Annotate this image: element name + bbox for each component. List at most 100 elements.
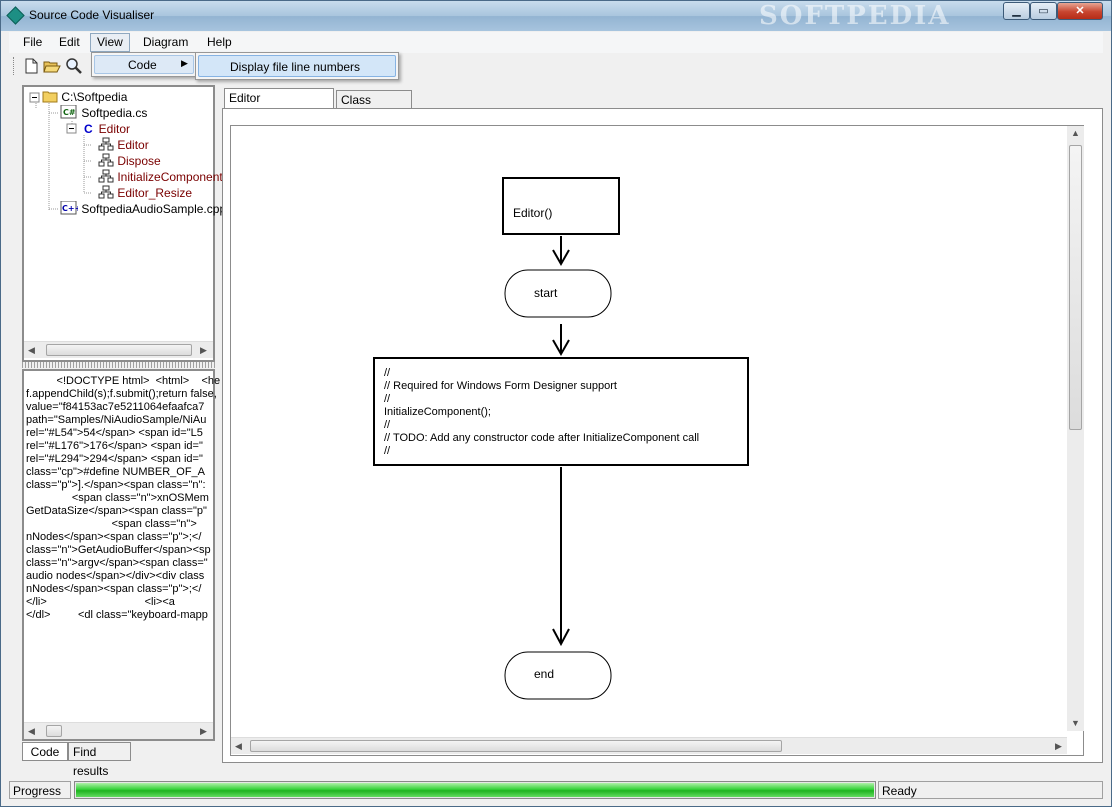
- diagram-canvas[interactable]: Editor() start //// Required for Windows…: [230, 125, 1084, 756]
- class-icon: C: [84, 122, 93, 136]
- menu-diagram[interactable]: Diagram: [143, 35, 189, 49]
- tree-label-method: Editor: [117, 138, 149, 152]
- scroll-thumb[interactable]: [46, 344, 192, 356]
- scroll-thumb[interactable]: [46, 725, 62, 737]
- code-horizontal-scrollbar[interactable]: ◀ ▶: [24, 722, 213, 739]
- new-file-icon[interactable]: [22, 57, 40, 75]
- close-button[interactable]: ✕: [1057, 2, 1103, 20]
- tree-label-method: Editor_Resize: [117, 186, 193, 200]
- tree-item-root[interactable]: C:\Softpedia: [42, 89, 127, 105]
- tree-label-class: Editor: [98, 122, 131, 136]
- maximize-icon: ▭: [1038, 5, 1049, 17]
- code-line: class="p">].</span><span class="n":: [26, 479, 206, 491]
- menu-edit[interactable]: Edit: [59, 35, 80, 49]
- code-line: nNodes</span><span class="p">;</: [26, 531, 202, 543]
- tree-item-method[interactable]: Editor_Resize: [98, 185, 192, 201]
- menu-item-display-line-numbers-label: Display file line numbers: [230, 60, 361, 74]
- code-line: class="n">GetAudioBuffer</span><sp: [26, 544, 211, 556]
- code-line: <span class="n">xnOSMem: [26, 492, 209, 504]
- tab-class-diagram[interactable]: Class Diagram: [336, 90, 412, 126]
- csharp-file-icon: C#: [60, 104, 77, 119]
- flowchart-box-code[interactable]: [373, 357, 749, 466]
- editor-tab-page: Editor() start //// Required for Windows…: [222, 108, 1103, 763]
- code-line: value="f84153ac7e5211064efaafca7: [26, 401, 205, 413]
- submenu-arrow-icon: ▶: [181, 58, 188, 68]
- flowchart-code-line: //: [384, 367, 391, 379]
- tree-item-class[interactable]: C Editor: [84, 121, 130, 137]
- tree-label-root: C:\Softpedia: [61, 90, 128, 104]
- menu-bar: File Edit View Diagram Help: [9, 32, 1103, 53]
- code-line: nNodes</span><span class="p">;</: [26, 583, 202, 595]
- menu-item-display-line-numbers[interactable]: Display file line numbers: [198, 55, 396, 77]
- maximize-button[interactable]: ▭: [1030, 2, 1057, 20]
- flowchart-svg: [373, 177, 749, 700]
- progress-label: Progress: [9, 781, 71, 799]
- tree-item-method[interactable]: Dispose: [98, 153, 161, 169]
- code-line: audio nodes</span></div><div class: [26, 570, 205, 582]
- menu-view[interactable]: View: [90, 33, 130, 52]
- flowchart-code-line: //: [384, 393, 391, 405]
- flowchart-code-line: InitializeComponent();: [384, 406, 491, 418]
- tree-item-method[interactable]: InitializeComponent: [98, 169, 223, 185]
- method-icon: [98, 185, 114, 199]
- scroll-right-icon[interactable]: ▶: [200, 345, 207, 355]
- watermark-text: SOFTPEDIA: [759, 1, 951, 31]
- tree-horizontal-scrollbar[interactable]: ◀ ▶: [24, 341, 213, 358]
- code-submenu: Display file line numbers: [195, 52, 399, 80]
- tab-find-results[interactable]: Find results: [68, 742, 131, 778]
- scroll-down-icon[interactable]: ▼: [1071, 718, 1080, 728]
- method-icon: [98, 137, 114, 151]
- code-line: path="Samples/NiAudioSample/NiAu: [26, 414, 207, 426]
- code-line: class="n">argv</span><span class=": [26, 557, 208, 569]
- progress-bar: [74, 781, 876, 799]
- flowchart-code-line: //: [384, 445, 391, 457]
- menu-help[interactable]: Help: [207, 35, 232, 49]
- file-tree-panel: C:\Softpedia C# Softpedia.cs C Editor Edi…: [22, 85, 226, 362]
- scroll-left-icon[interactable]: ◀: [235, 741, 242, 751]
- view-menu-dropdown: Code ▶: [91, 52, 197, 77]
- code-line: <span class="n">: [26, 518, 197, 530]
- diagram-vertical-scrollbar[interactable]: ▲ ▼: [1067, 126, 1084, 731]
- diagram-horizontal-scrollbar[interactable]: ◀ ▶: [231, 737, 1067, 754]
- search-icon[interactable]: [65, 57, 83, 75]
- scroll-right-icon[interactable]: ▶: [1055, 741, 1062, 751]
- code-line: rel="#L176">176</span> <span id=": [26, 440, 203, 452]
- title-bar[interactable]: Source Code Visualiser SOFTPEDIA ▁ ▭ ✕: [1, 1, 1111, 31]
- toolbar-grip[interactable]: [13, 57, 17, 75]
- flowchart-box-editor[interactable]: [502, 177, 620, 235]
- minimize-button[interactable]: ▁: [1003, 2, 1030, 20]
- scroll-left-icon[interactable]: ◀: [28, 726, 35, 736]
- method-icon: [98, 169, 114, 183]
- code-line: </dl> <dl class="keyboard-mapp: [26, 609, 208, 621]
- arrowhead-icon: [552, 628, 570, 647]
- tree-item-method[interactable]: Editor: [98, 137, 149, 153]
- status-bar: Progress Ready: [9, 779, 1103, 800]
- open-folder-icon[interactable]: [43, 57, 61, 75]
- scroll-left-icon[interactable]: ◀: [28, 345, 35, 355]
- scroll-thumb[interactable]: [250, 740, 782, 752]
- app-icon: [6, 6, 25, 25]
- scroll-thumb[interactable]: [1069, 145, 1082, 430]
- svg-text:C#: C#: [63, 108, 76, 117]
- tab-code[interactable]: Code: [22, 742, 68, 761]
- code-line: rel="#L294">294</span> <span id=": [26, 453, 203, 465]
- tree-label-method: Dispose: [117, 154, 161, 168]
- code-line: class="cp">#define NUMBER_OF_A: [26, 466, 205, 478]
- flowchart-code-line: //: [384, 419, 391, 431]
- menu-file[interactable]: File: [23, 35, 43, 49]
- tree-item-file1[interactable]: C# Softpedia.cs: [60, 104, 147, 121]
- status-text: Ready: [878, 781, 1103, 799]
- code-line: </li> <li><a: [26, 596, 175, 608]
- tree-item-file2[interactable]: C++ SoftpediaAudioSample.cpp: [60, 200, 226, 217]
- scroll-up-icon[interactable]: ▲: [1071, 128, 1080, 138]
- flowchart-terminal-end[interactable]: [504, 651, 612, 700]
- scroll-right-icon[interactable]: ▶: [200, 726, 207, 736]
- tab-editor[interactable]: Editor (Softpedia.cs ): [224, 88, 334, 124]
- panel-splitter[interactable]: [22, 362, 215, 368]
- flowchart-label-end: end: [534, 667, 555, 681]
- flowchart-terminal-start[interactable]: [504, 269, 612, 318]
- menu-item-code[interactable]: Code ▶: [94, 55, 194, 74]
- cpp-file-icon: C++: [60, 200, 81, 215]
- minimize-icon: ▁: [1012, 5, 1021, 17]
